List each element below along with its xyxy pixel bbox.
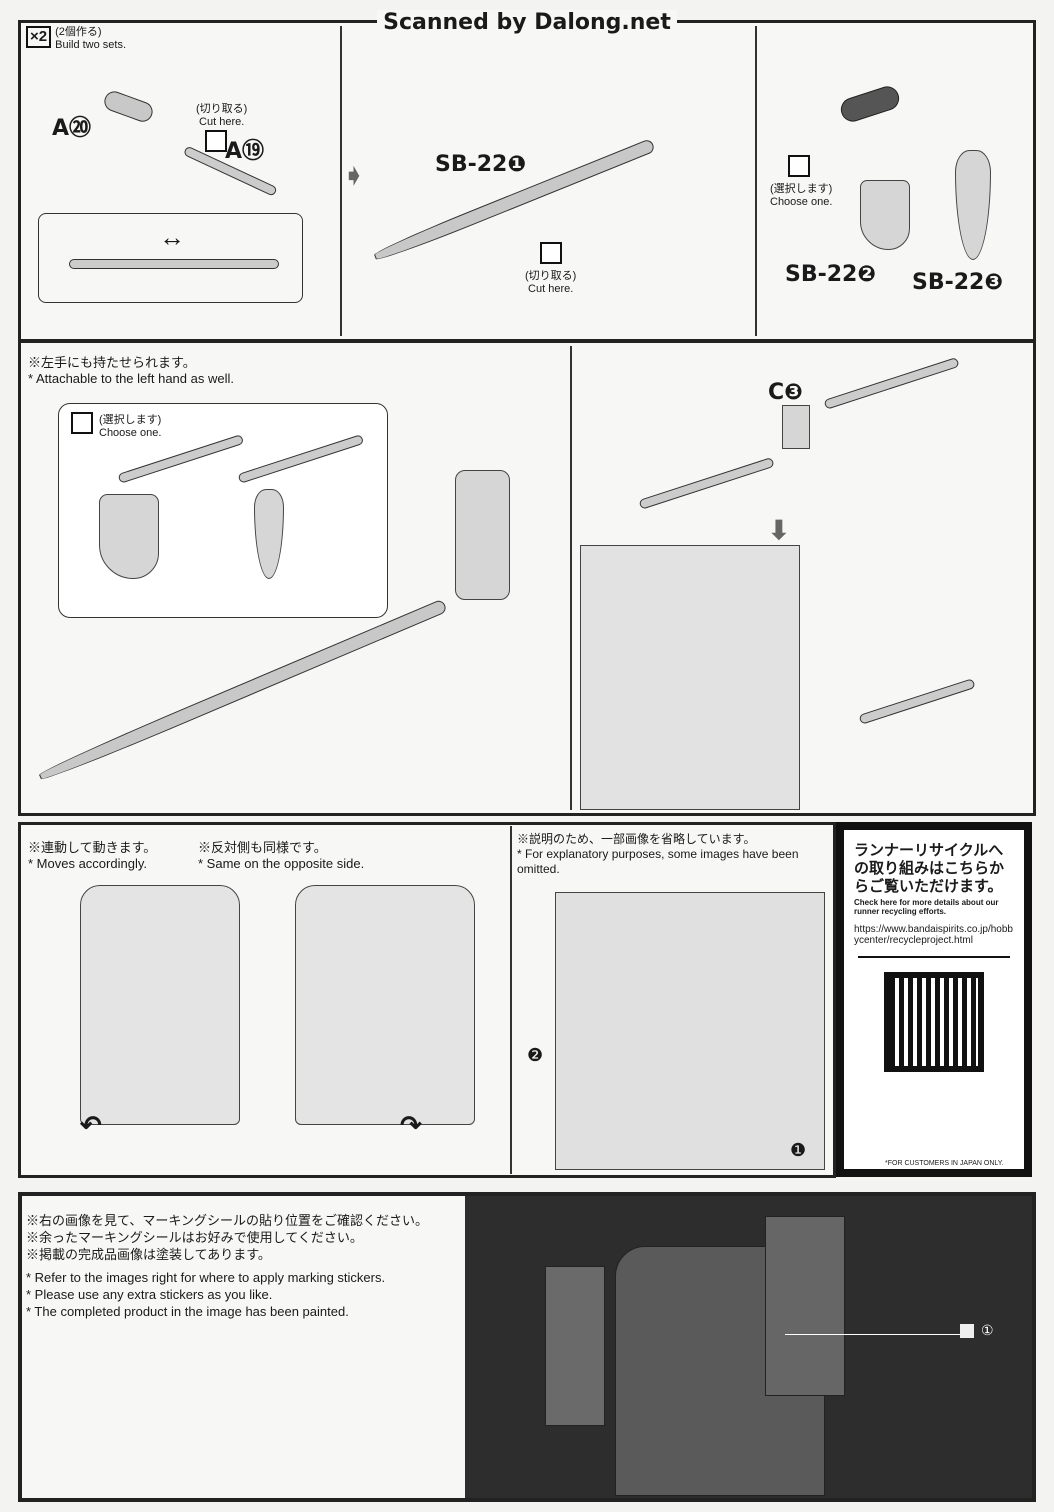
x2-badge: ×2 (26, 26, 52, 48)
choose-callout: (選択します)Choose one. (58, 403, 388, 618)
sticker-icon (960, 1324, 974, 1338)
recycle-url[interactable]: https://www.bandaispirits.co.jp/hobbycen… (854, 924, 1013, 946)
leg-illustration (295, 885, 475, 1125)
divider (340, 26, 342, 336)
moves-note: ※連動して動きます。* Moves accordingly. (28, 840, 157, 871)
part-sb22-1: SB-22❶ (435, 152, 526, 177)
recycle-title: ランナーリサイクルへの取り組みはこちらからご覧いただけます。 (854, 842, 1005, 895)
next-step-arrow-icon: ➧ (343, 160, 365, 190)
c3-shape (782, 405, 810, 449)
axe-blade-shape (99, 494, 159, 579)
part-a19: A⑲ (225, 139, 265, 164)
part-a20: A⑳ (52, 116, 92, 141)
opposite-note: ※反対側も同様です。* Same on the opposite side. (198, 840, 365, 871)
japan-only-note: *FOR CUSTOMERS IN JAPAN ONLY. (885, 1160, 1004, 1167)
build-jp: (2個作る) (55, 26, 102, 38)
robot-body-illustration (580, 545, 800, 810)
nipper-icon (540, 242, 562, 264)
rotate-arrow-icon: ↶ (80, 1110, 102, 1140)
slide-arrow-icon: ↔ (159, 222, 185, 252)
weapon-shape (237, 434, 365, 484)
cut-label: (切り取る)Cut here. (196, 103, 248, 128)
completed-product-photo: ① (465, 1196, 1032, 1498)
omitted-note: ※説明のため、一部画像を省略しています。* For explanatory pu… (517, 832, 799, 876)
qr-code[interactable] (881, 969, 987, 1075)
left-hand-note: ※左手にも持たせられます。* Attachable to the left ha… (28, 355, 234, 386)
build-en: Build two sets. (55, 39, 127, 51)
part-c3: C❸ (768, 380, 803, 405)
callout-line (785, 1334, 960, 1335)
backpack-shape (765, 1216, 845, 1396)
backpack-illustration (555, 892, 825, 1170)
detail-callout: ↔ (38, 213, 303, 303)
part-sb22-2: SB-22❷ (785, 262, 876, 287)
build-two-sets: ×2 (2個作る)Build two sets. (26, 26, 126, 52)
shield-shape (545, 1266, 605, 1426)
recycle-box: ランナーリサイクルへの取り組みはこちらからご覧いただけます。 Check her… (836, 822, 1032, 1177)
weapon-shape (117, 434, 245, 484)
robot-arm-shape (455, 470, 510, 600)
sticker-callout-number: ① (981, 1322, 994, 1338)
recycle-desc: Check here for more details about our ru… (854, 898, 999, 916)
choose-icon (71, 412, 93, 434)
scan-watermark: Scanned by Dalong.net (377, 10, 677, 35)
scan-watermark-wrap: Scanned by Dalong.net (0, 10, 1054, 35)
choose-icon (788, 155, 810, 177)
divider (570, 346, 572, 810)
cut-label: (切り取る)Cut here. (525, 270, 577, 295)
sticker-notes: ※右の画像を見て、マーキングシールの貼り位置をご確認ください。※余ったマーキング… (26, 1213, 428, 1319)
divider (755, 26, 757, 336)
arrow-2-label: ❷ (527, 1045, 544, 1065)
rotate-arrow-icon: ↷ (400, 1110, 422, 1140)
nipper-icon (205, 130, 227, 152)
leg-illustration (80, 885, 240, 1125)
divider (510, 826, 512, 1174)
weapon-shape (69, 259, 279, 269)
spike-blade-shape (254, 489, 284, 579)
sb22-2-shape (860, 180, 910, 250)
choose-label: (選択します)Choose one. (770, 183, 833, 208)
down-arrow-icon: ⬇ (768, 515, 790, 545)
part-sb22-3: SB-22❸ (912, 270, 1003, 295)
arrow-1-label: ❶ (790, 1140, 807, 1160)
choose-label: (選択します)Choose one. (99, 414, 162, 439)
